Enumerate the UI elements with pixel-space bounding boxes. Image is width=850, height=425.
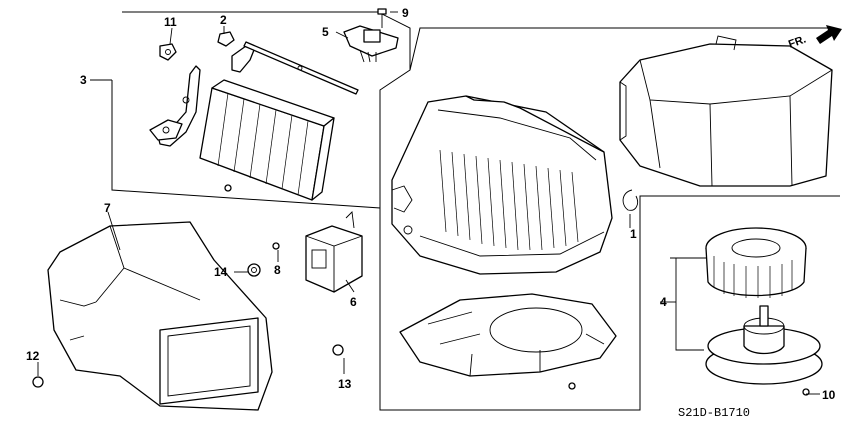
upper-blower-case [619, 35, 833, 187]
callout-11: 11 [164, 15, 177, 29]
callout-1: 1 [630, 227, 637, 241]
callout-4: 4 [660, 295, 667, 309]
callout-3: 3 [80, 73, 87, 87]
blower-resistor [343, 25, 399, 63]
blower-fan [705, 227, 807, 298]
callout-6: 6 [350, 295, 357, 309]
callout-8: 8 [274, 263, 281, 277]
blower-mount-plate [399, 293, 617, 377]
callout-13: 13 [338, 377, 352, 391]
screw-small-filter [224, 184, 232, 192]
clip [159, 43, 177, 61]
callouts: 1 2 3 4 5 6 7 8 9 10 11 12 13 14 [26, 6, 836, 402]
direction-label: FR. [787, 33, 808, 50]
callout-14: 14 [214, 265, 228, 279]
drawing-code: S21D-B1710 [678, 406, 750, 420]
intake-housing [391, 95, 613, 275]
callout-10: 10 [822, 388, 836, 402]
door-link-assembly [149, 41, 359, 147]
mode-actuator [305, 211, 363, 293]
cabin-air-filter [199, 79, 335, 201]
screw-motor [802, 388, 810, 396]
retaining-clip [622, 189, 639, 211]
front-arrow-icon [816, 25, 842, 44]
screw-duct [32, 376, 44, 388]
front-direction-indicator: FR. [787, 25, 842, 51]
screw-plate [568, 382, 576, 390]
screw-resistor [377, 8, 387, 28]
callout-12: 12 [26, 349, 40, 363]
callout-2: 2 [220, 13, 227, 27]
blower-motor [705, 305, 823, 385]
screw-lower [332, 344, 344, 356]
callout-9: 9 [402, 6, 409, 20]
flange-nut [247, 263, 261, 277]
callout-7: 7 [104, 201, 111, 215]
leader-lines [37, 11, 820, 395]
group-frame-housing [409, 27, 830, 71]
grommet [217, 31, 235, 47]
callout-5: 5 [322, 25, 329, 39]
heater-duct [47, 221, 273, 411]
screw-actuator [272, 242, 280, 250]
group-frame-filter [111, 11, 840, 411]
